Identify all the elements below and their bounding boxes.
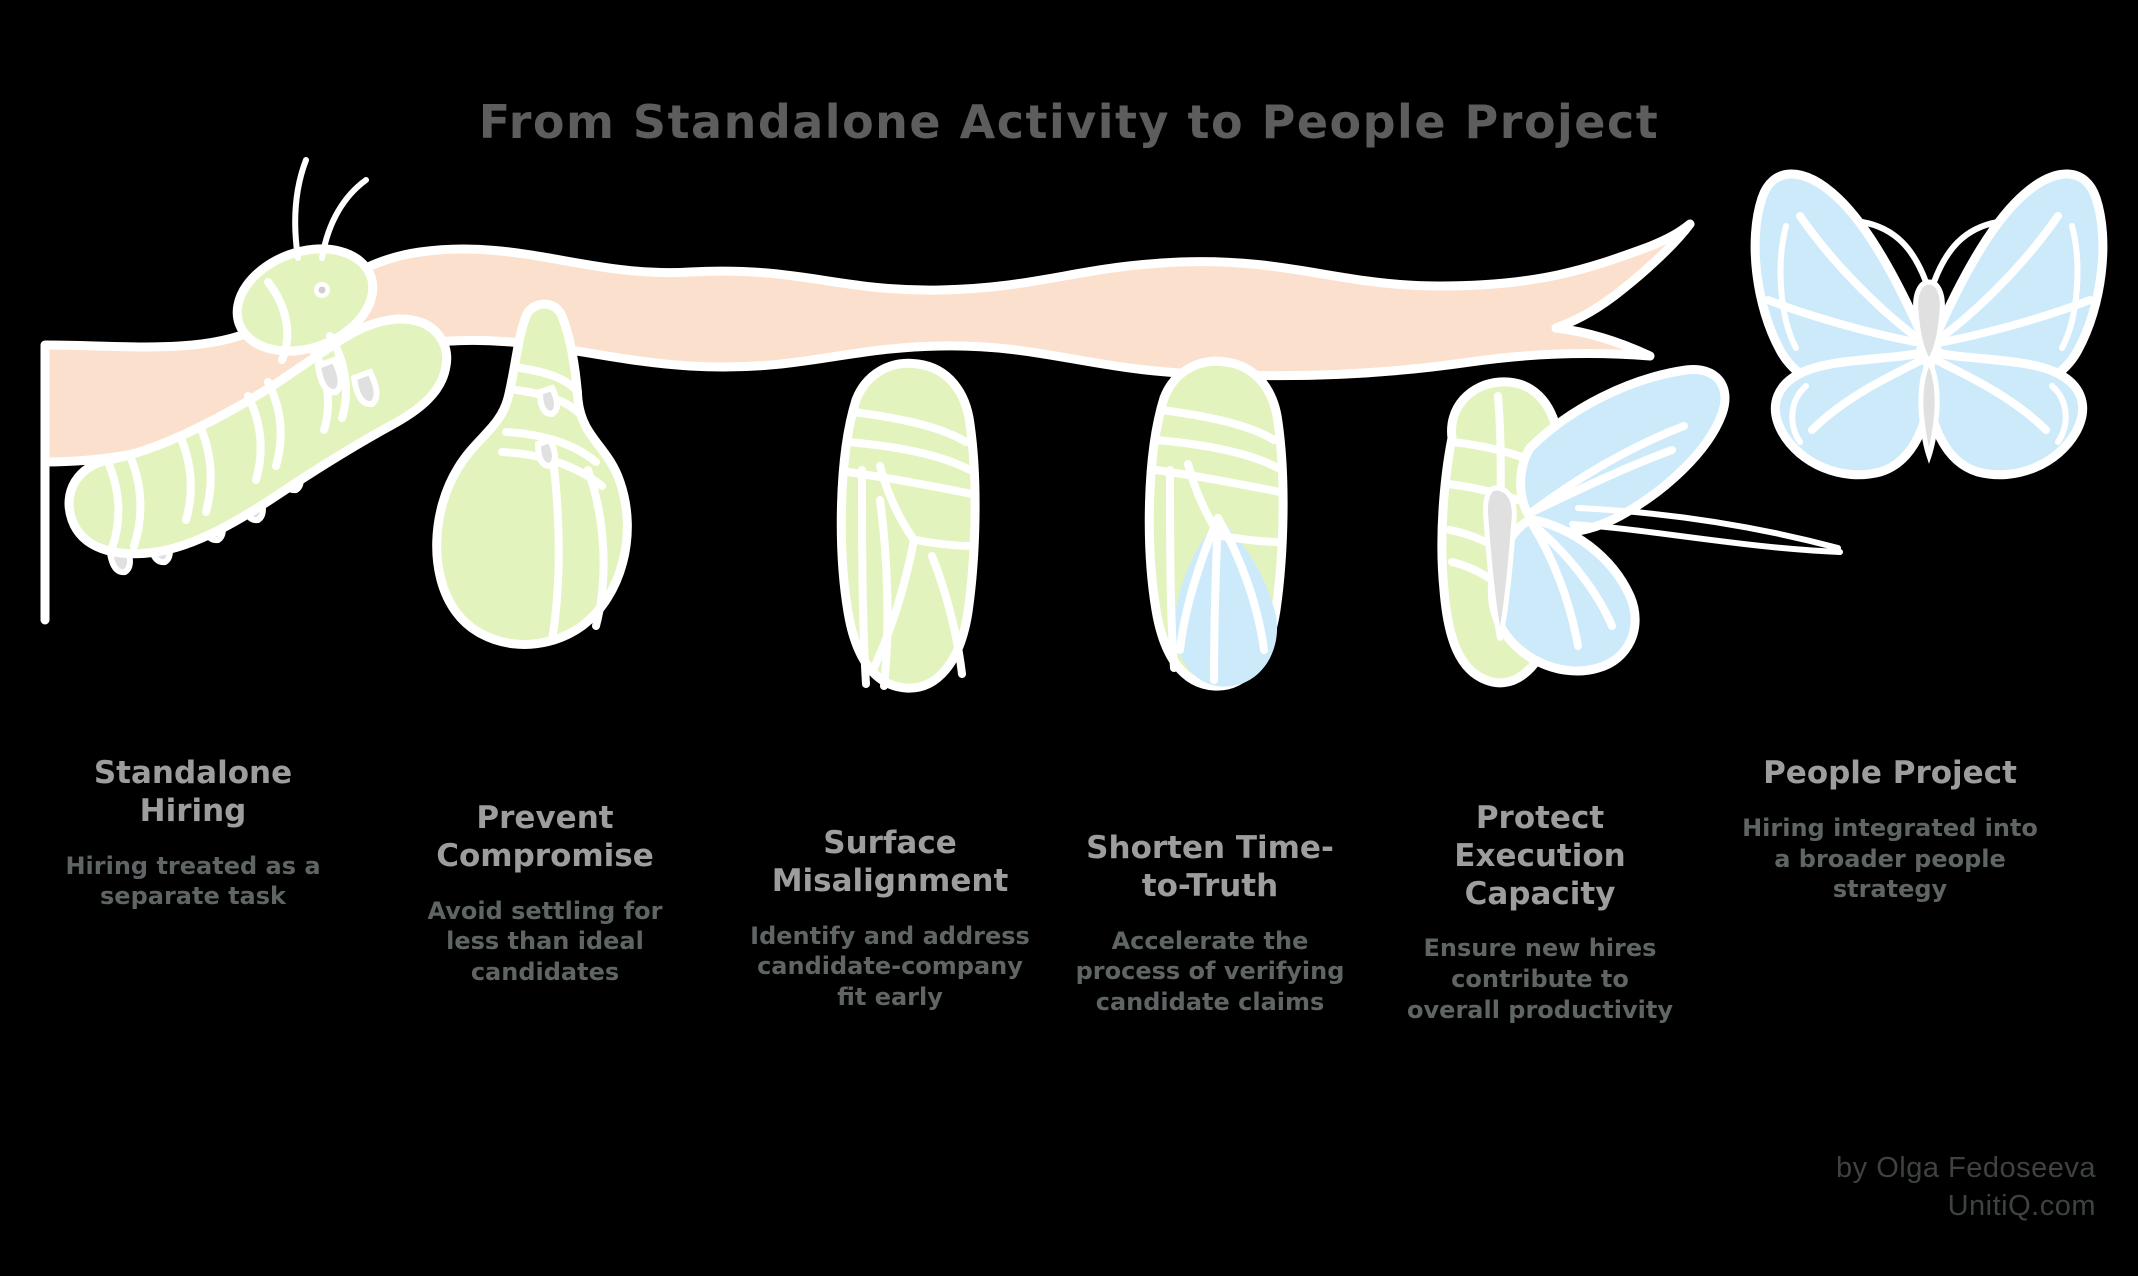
stage-title: Shorten Time-to-Truth bbox=[1086, 830, 1334, 904]
credit-author: by Olga Fedoseeva bbox=[1836, 1152, 2096, 1184]
tree-branch bbox=[40, 219, 1695, 625]
stage-label-prevent-compromise: Prevent Compromise Avoid settling for le… bbox=[400, 800, 690, 988]
stage-label-people-project: People Project Hiring integrated into a … bbox=[1740, 755, 2040, 905]
stage-label-surface-misalignment: Surface Misalignment Identify and addres… bbox=[745, 825, 1035, 1013]
stage-description: Identify and address candidate-company f… bbox=[750, 921, 1030, 1012]
butterfly-lifecycle-illustration: .branchfill { fill: #fbe0cd; stroke: #ff… bbox=[40, 157, 2108, 693]
chrysalis-forming-icon bbox=[836, 358, 980, 693]
stage-title: Protect Execution Capacity bbox=[1454, 800, 1626, 912]
caterpillar-icon bbox=[64, 157, 452, 576]
stage-title: People Project bbox=[1763, 755, 2017, 791]
credit-site: UnitiQ.com bbox=[1947, 1189, 2096, 1222]
stage-title: Surface Misalignment bbox=[771, 825, 1009, 899]
page-title: From Standalone Activity to People Proje… bbox=[478, 95, 1660, 149]
stage-description: Hiring treated as a separate task bbox=[65, 851, 321, 911]
stage-description: Hiring integrated into a broader people … bbox=[1742, 813, 2038, 904]
stage-description: Avoid settling for less than ideal candi… bbox=[427, 896, 663, 987]
butterfly-full-icon bbox=[1750, 169, 2108, 480]
butterfly-emerging-icon bbox=[1437, 365, 1843, 688]
stage-title: Prevent Compromise bbox=[436, 800, 654, 874]
stage-description: Ensure new hires contribute to overall p… bbox=[1407, 934, 1673, 1024]
chrysalis-early-icon bbox=[432, 299, 632, 649]
stage-description: Accelerate the process of verifying cand… bbox=[1075, 926, 1345, 1017]
stage-label-shorten-time-to-truth: Shorten Time-to-Truth Accelerate the pro… bbox=[1070, 830, 1350, 1018]
stage-label-standalone-hiring: Standalone Hiring Hiring treated as a se… bbox=[48, 755, 338, 912]
stage-label-protect-execution-capacity: Protect Execution Capacity Ensure new hi… bbox=[1405, 800, 1675, 1026]
credit-block: by Olga Fedoseeva UnitiQ.com bbox=[1836, 1150, 2096, 1225]
stage-title: Standalone Hiring bbox=[93, 755, 293, 829]
chrysalis-wing-visible-icon bbox=[1144, 356, 1288, 691]
